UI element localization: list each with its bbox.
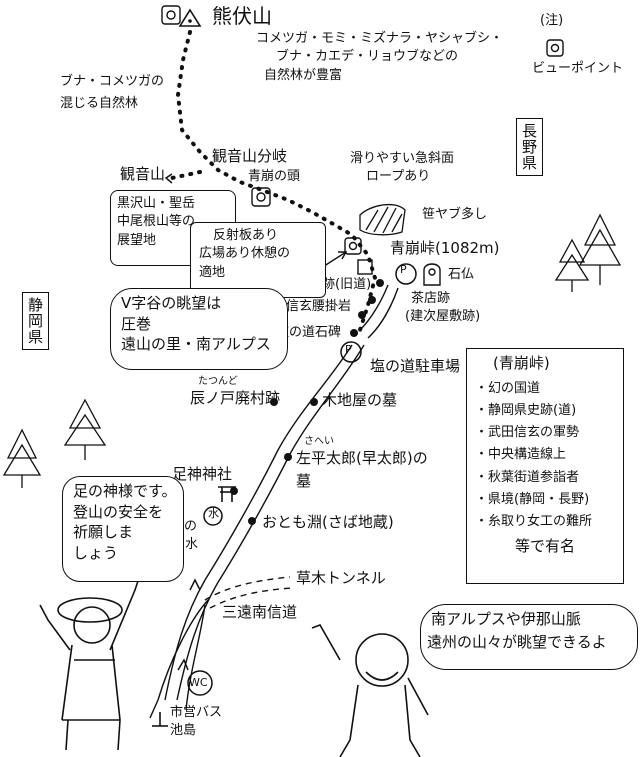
trail-points	[230, 279, 384, 525]
parking-top-icon-label: P	[400, 263, 407, 276]
forest-note: コメツガ・モミ・ミズナラ・ヤシャブシ・ ブナ・カエデ・リョウブなどの 自然林が豊…	[256, 31, 504, 83]
aosaki-item: ・県境(静岡・長野)	[475, 491, 590, 507]
alps-view-note: 南アルプスや伊那山脈 遠州の山々が眺望できるよ	[420, 604, 638, 670]
legend-viewpoint: ビューポイント	[532, 61, 624, 76]
teahouse-label: 茶店跡 (建次屋敷跡)	[405, 291, 481, 325]
aosaki-info-box: (青崩峠) ・幻の国道 ・静岡県史跡(道) ・武田信玄の軍勢 ・中央構造線上 ・…	[466, 348, 624, 584]
v-valley-note: V字谷の眺望は 圧巻 遠山の里・南アルプス	[110, 288, 288, 370]
nagano-label: 長野県	[516, 118, 543, 176]
water-icon	[203, 506, 223, 526]
kijiya-label: 木地屋の墓	[322, 391, 398, 409]
toilet-icon-label: WC	[189, 676, 208, 689]
viewpoint-icon	[161, 5, 564, 255]
aosaki-box-title: (青崩峠)	[493, 354, 550, 372]
left-forest-note: ブナ・コメツガの 混じる自然林	[60, 74, 165, 112]
hiker-right-illustration	[311, 624, 429, 757]
sahei-tomb-label: 左平太郎(早太郎)の 墓	[296, 449, 428, 490]
aosaki-box-footer: 等で有名	[515, 536, 576, 555]
stone-buddha-label: 石仏	[448, 267, 475, 282]
slope-note: 滑りやすい急斜面 ロープあり	[350, 151, 455, 185]
aosaki-item: ・糸取り女工の難所	[475, 514, 593, 530]
aosaki-item: ・中央構造線上	[475, 447, 567, 463]
kannon-junction-label: 観音山分岐	[212, 147, 288, 165]
parking-bottom-icon-label: P	[345, 343, 352, 356]
aosaki-item: ・幻の国道	[475, 380, 541, 396]
steep-slope-hatch	[359, 203, 406, 236]
ashigami-shrine-label: 足神神社	[172, 465, 233, 483]
shizuoka-label: 静岡県	[22, 292, 49, 350]
bamboo-label: 笹ヤブ多し	[422, 207, 488, 222]
stone-buddha-icon	[423, 263, 441, 286]
rest-spot-note: 反射板あり 広場あり休憩の 適地	[190, 222, 326, 298]
parking-label: 塩の道駐車場	[370, 357, 461, 375]
water-icon-label: 水	[208, 507, 219, 520]
aosaki-item: ・武田信玄の軍勢	[475, 425, 580, 441]
tatsunado-ruby: たつんど	[198, 376, 238, 387]
highway	[149, 599, 209, 719]
aosaki-item: ・秋葉街道参詣者	[475, 469, 580, 485]
road	[164, 344, 353, 701]
salt-road-rock-label: 塩の道石碑	[276, 325, 342, 340]
tatsunado-label: 辰ノ戸廃村跡	[190, 389, 281, 407]
shrine-pray-note: 足の神様です。 登山の安全を 祈願しま しょう	[62, 476, 184, 582]
shrine-gate-icon	[218, 486, 236, 502]
shingen-rock-label: 信玄腰掛岩	[286, 299, 352, 314]
toilet-icon	[187, 670, 213, 696]
branch-trail	[170, 170, 202, 180]
hiker-left-illustration	[39, 573, 142, 751]
summit-name: 熊伏山	[212, 4, 272, 28]
aosaki-head-label: 青崩の頭	[248, 169, 301, 184]
parking-icon	[340, 263, 417, 363]
kannon-label: 観音山	[120, 165, 166, 183]
tunnel-dash	[204, 576, 291, 601]
sahei-ruby: さへい	[304, 436, 334, 447]
legend-note: (注)	[540, 13, 564, 28]
road-label: 三遠南信道	[222, 603, 298, 621]
otomo-pool-label: おとも淵(さば地蔵)	[262, 513, 394, 531]
summit-triangle-icon	[178, 8, 202, 27]
tunnel-label: 草木トンネル	[296, 569, 386, 587]
pass-label: 青崩峠(1082m)	[390, 239, 500, 257]
bus-stop-icon	[152, 712, 168, 727]
bus-stop-label: 市営バス 池島	[170, 705, 223, 739]
aosaki-item: ・静岡県史跡(道)	[475, 402, 577, 418]
